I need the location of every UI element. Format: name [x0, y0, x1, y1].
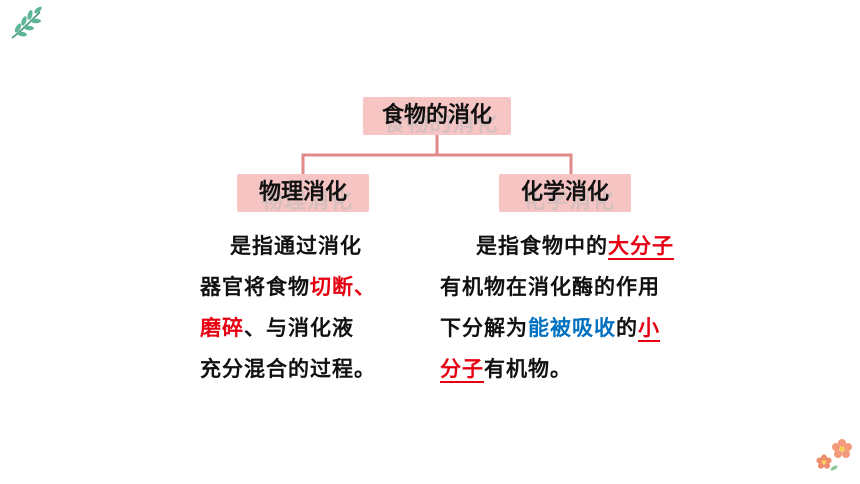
physical-label-shadow: 物理消化 — [260, 189, 353, 214]
title-text: 食物的消化 — [381, 103, 492, 128]
definition-line: 充分混合的过程。 — [200, 349, 412, 390]
chemical-digestion-label: 化学消化 — [520, 180, 609, 205]
chemical-digestion-box: 化学消化 化学消化 — [499, 174, 631, 214]
text-segment: 有机物。 — [484, 357, 572, 381]
text-segment: 充分混合的过程。 — [200, 357, 376, 381]
highlight-red-text: 切断、 — [310, 275, 376, 299]
text-segment: 器官将食物 — [200, 275, 310, 299]
definition-line: 是指食物中的大分子 — [440, 226, 724, 267]
definition-line: 分子有机物。 — [440, 349, 724, 390]
leaf-sprig-icon — [11, 6, 42, 39]
title-shadow: 食物的消化 — [383, 112, 499, 137]
definition-line: 磨碎、与消化液 — [200, 308, 412, 349]
flower-cluster-icon — [816, 439, 852, 471]
highlight-red-underlined-text: 大分子 — [608, 234, 674, 260]
chemical-label-shadow: 化学消化 — [522, 189, 615, 214]
text-segment: 的 — [616, 316, 638, 340]
highlight-blue-text: 能被吸收 — [528, 316, 616, 340]
highlight-red-underlined-text: 分子 — [440, 357, 484, 383]
definition-line: 有机物在消化酶的作用 — [440, 267, 724, 308]
definition-line: 器官将食物切断、 — [200, 267, 412, 308]
highlight-red-text: 磨碎 — [200, 316, 244, 340]
title-box: 食物的消化 食物的消化 — [363, 97, 511, 137]
text-segment: 、与消化液 — [244, 316, 354, 340]
text-segment: 下分解为 — [440, 316, 528, 340]
physical-digestion-label: 物理消化 — [258, 180, 347, 205]
physical-digestion-definition: 是指通过消化 器官将食物切断、 磨碎、与消化液 充分混合的过程。 — [200, 226, 412, 390]
text-segment: 是指食物中的 — [476, 234, 608, 258]
definition-line: 是指通过消化 — [200, 226, 412, 267]
physical-digestion-box: 物理消化 物理消化 — [237, 174, 369, 214]
text-segment: 是指通过消化 — [230, 234, 362, 258]
highlight-red-underlined-text: 小 — [638, 316, 660, 342]
chemical-digestion-definition: 是指食物中的大分子 有机物在消化酶的作用 下分解为能被吸收的小 分子有机物。 — [440, 226, 724, 390]
text-segment: 有机物在消化酶的作用 — [440, 275, 660, 299]
definition-line: 下分解为能被吸收的小 — [440, 308, 724, 349]
